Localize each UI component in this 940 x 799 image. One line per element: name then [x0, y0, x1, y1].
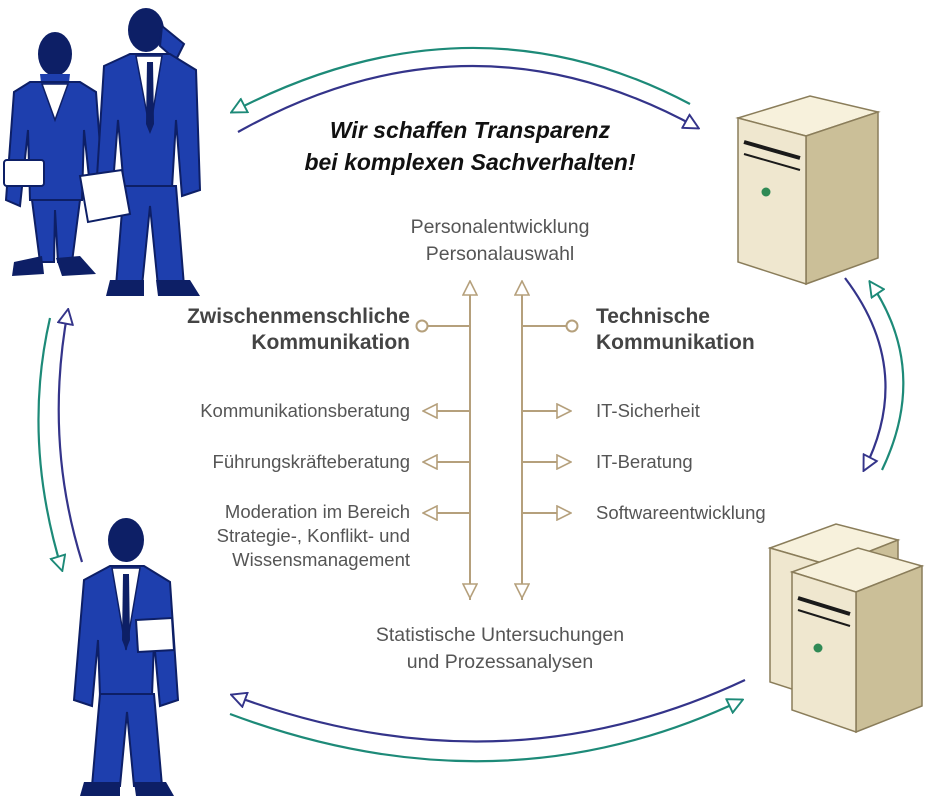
- left-item-moderation-line-1: Moderation im Bereich: [224, 501, 410, 522]
- left-item-moderation-line-2: Strategie-, Konflikt- und: [216, 525, 410, 546]
- top-topics: Personalentwicklung Personalauswahl: [340, 214, 660, 268]
- right-item-softwareentwicklung: Softwareentwicklung: [596, 502, 766, 523]
- right-item-it-sicherheit: IT-Sicherheit: [596, 400, 700, 421]
- cycle-arrow-left-indigo: [59, 310, 84, 563]
- left-item-moderation: Moderation im Bereich Strategie-, Konfli…: [90, 500, 410, 572]
- connector-dot-left: [415, 319, 429, 333]
- left-branch-heading: Zwischenmenschliche Kommunikation: [60, 304, 410, 356]
- bottom-topics: Statistische Untersuchungen und Prozessa…: [300, 622, 700, 676]
- left-item-kommunikationsberatung: Kommunikationsberatung: [200, 400, 410, 421]
- bottom-topic-statistische-untersuchungen: Statistische Untersuchungen: [375, 624, 625, 646]
- slogan-line-2: bei komplexen Sachverhalten!: [304, 149, 636, 175]
- businessman-standing-icon: [72, 518, 180, 796]
- left-heading-line-2: Kommunikation: [251, 331, 410, 354]
- server-pair-icon: [767, 523, 925, 734]
- top-topic-personalauswahl: Personalauswahl: [425, 243, 575, 265]
- cycle-arrow-bottom-teal: [229, 700, 742, 763]
- slogan-line-1: Wir schaffen Transparenz: [329, 117, 611, 143]
- server-tower-icon: [735, 95, 881, 286]
- cycle-arrows: [37, 46, 905, 763]
- cycle-arrow-top-indigo: [237, 64, 698, 133]
- left-heading-line-1: Zwischenmenschliche: [187, 305, 410, 328]
- businesswoman-icon: [3, 32, 106, 276]
- cycle-arrow-top-teal: [232, 46, 691, 112]
- cycle-arrow-bottom-indigo: [232, 679, 746, 743]
- top-topic-personalentwicklung: Personalentwicklung: [410, 216, 590, 238]
- bottom-topic-prozessanalysen: und Prozessanalysen: [406, 651, 594, 673]
- cycle-arrow-right-teal: [870, 282, 905, 471]
- right-heading-line-2: Kommunikation: [596, 331, 755, 354]
- slogan: Wir schaffen Transparenz bei komplexen S…: [235, 114, 705, 178]
- right-heading-line-1: Technische: [596, 305, 710, 328]
- cycle-arrow-right-indigo: [844, 277, 887, 470]
- right-item-it-beratung: IT-Beratung: [596, 451, 693, 472]
- connector-dot-right: [565, 319, 579, 333]
- left-item-fuehrungskraefteberatung: Führungskräfteberatung: [212, 451, 410, 472]
- central-tree: [415, 282, 579, 600]
- businessman-phone-icon: [78, 8, 202, 296]
- right-branch-heading: Technische Kommunikation: [596, 304, 896, 356]
- cycle-arrow-left-teal: [37, 317, 62, 570]
- left-item-moderation-line-3: Wissensmanagement: [232, 549, 410, 570]
